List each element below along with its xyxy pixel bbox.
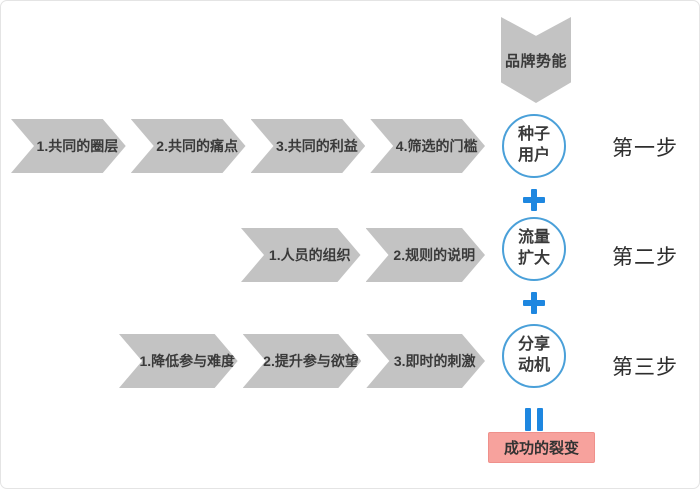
chevron-step: 3.共同的利益 [251,119,366,173]
stage-circle-traffic-growth: 流量 扩大 [502,217,566,281]
brand-potential-banner: 品牌势能 [501,17,571,103]
stage-circle-label-line2: 扩大 [517,250,550,267]
stage-circle-label-line2: 动机 [517,357,550,374]
stage-circle-label-line1: 分享 [517,336,550,354]
result-box: 成功的裂变 [488,432,595,463]
process-row-2: 1.人员的组织 2.规则的说明 [241,228,485,282]
process-row-3: 1.降低参与难度 2.提升参与欲望 3.即时的刺激 [119,334,485,388]
chevron-step: 4.筛选的门槛 [370,119,485,173]
brand-potential-label: 品牌势能 [504,52,567,70]
step-label-2: 第二步 [612,246,678,269]
step-label-3: 第三步 [612,356,678,379]
stage-circle-label-line2: 用户 [517,147,550,164]
plus-icon [523,292,545,314]
chevron-step: 1.共同的圈层 [11,119,126,173]
chevron-step: 1.降低参与难度 [119,334,238,388]
chevron-step: 2.共同的痛点 [131,119,246,173]
stage-circle-seed-users: 种子 用户 [502,114,566,178]
result-label: 成功的裂变 [503,440,579,457]
step-label-1: 第一步 [612,137,678,160]
chevron-step: 1.人员的组织 [241,228,361,282]
equals-icon [525,408,543,431]
chevron-step: 2.规则的说明 [366,228,486,282]
chevron-step: 3.即时的刺激 [366,334,485,388]
stage-circle-label-line1: 流量 [517,229,550,247]
stage-circle-label-line1: 种子 [517,126,550,144]
plus-icon [523,189,545,211]
process-row-1: 1.共同的圈层 2.共同的痛点 3.共同的利益 4.筛选的门槛 [11,119,485,173]
chevron-step: 2.提升参与欲望 [243,334,362,388]
stage-circle-sharing-motivation: 分享 动机 [502,324,566,388]
